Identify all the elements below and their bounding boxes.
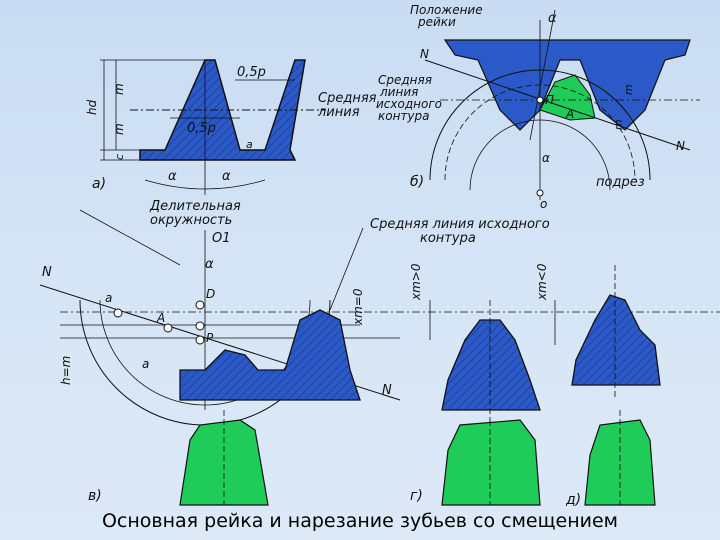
middle-line-long-label-2: контура (420, 231, 476, 246)
alpha-label-a1: α (168, 169, 177, 184)
point-d-label: D (206, 287, 215, 301)
blue-tooth-d (571, 294, 661, 386)
middle-line-label-2: линия (317, 105, 360, 120)
panel-g-label: г) (410, 488, 423, 504)
panel-b-label: б) (410, 174, 424, 190)
point-a2-label-v: a (142, 357, 149, 371)
panel-v-label: в) (88, 488, 102, 504)
middle-line-b-label-3: исходного (376, 97, 442, 111)
center-o1-label: O1 (212, 231, 231, 246)
middle-line-label-1: Средняя (318, 91, 377, 106)
green-tooth-g (441, 419, 541, 506)
pitch-circle-label-2: окружность (150, 213, 232, 228)
panel-d-label: д) (565, 492, 581, 508)
xm-negative-label: xm<0 (535, 263, 549, 301)
panel-a-label: а) (92, 176, 106, 192)
module-label-1: m (112, 83, 126, 95)
point-a-label-b: A (565, 107, 574, 121)
tooth-height-label: hd (85, 99, 99, 115)
rack-position-label-2: рейки (417, 15, 456, 29)
xm-zero-label: xm=0 (351, 288, 365, 326)
point-p-label-v: Р (206, 331, 214, 345)
slide-caption: Основная рейка и нарезание зубьев со сме… (101, 510, 619, 532)
line-n-label-v2: N (382, 383, 392, 398)
alpha-label-v: α (205, 257, 214, 272)
xm-positive-label: xm>0 (409, 263, 423, 301)
undercut-label: подрез (596, 175, 645, 190)
panel-v-cutting: Делительная окружность O1 α N N a D A Р … (39, 199, 720, 506)
pitch-circle-label-1: Делительная (149, 199, 241, 214)
panel-g-positive-shift: xm>0 г) (409, 263, 541, 506)
point-capital-a-label: A (156, 311, 165, 325)
module-label-2: m (112, 123, 126, 135)
rack-position-label-1: Положение (410, 3, 483, 17)
middle-line-long-label-1: Средняя линия исходного (370, 217, 550, 232)
rack-body-b (443, 39, 691, 131)
green-tooth-v (179, 419, 269, 506)
line-n-label-b2: N (676, 139, 685, 153)
pitch-point-label: П (545, 93, 554, 107)
clearance-label: c (113, 154, 126, 160)
half-pitch-label-top: 0,5р (237, 65, 266, 80)
blue-rack-v (179, 309, 361, 401)
module-label-b2: m (612, 119, 625, 130)
center-o-label: о (540, 197, 547, 211)
alpha-label-b2: α (542, 151, 550, 165)
small-a-label: a (246, 138, 253, 151)
blue-tooth-g (441, 319, 541, 411)
alpha-label-a2: α (222, 169, 231, 184)
point-a-label-v: a (105, 291, 112, 305)
middle-line-b-label-2: линия (379, 85, 418, 99)
panel-a-basic-rack: 0,5р 0,5р m m hd c α α a а) Средняя лини… (85, 59, 377, 195)
line-n-label-v1: N (42, 265, 52, 280)
line-n-label-b1: N (420, 47, 429, 61)
middle-line-b-label-4: контура (378, 109, 430, 123)
panel-b-rack-mesh: Положение рейки α α Средняя линия исходн… (376, 3, 700, 211)
alpha-label-b1: α (548, 11, 557, 26)
h-equals-m-label: h=m (59, 356, 73, 385)
half-pitch-label-bottom: 0,5р (187, 121, 216, 136)
panel-d-negative-shift: xm<0 д) (535, 263, 661, 508)
green-tooth-d (584, 419, 656, 506)
module-label-b1: m (622, 84, 635, 95)
middle-line-b-label-1: Средняя (378, 73, 432, 87)
